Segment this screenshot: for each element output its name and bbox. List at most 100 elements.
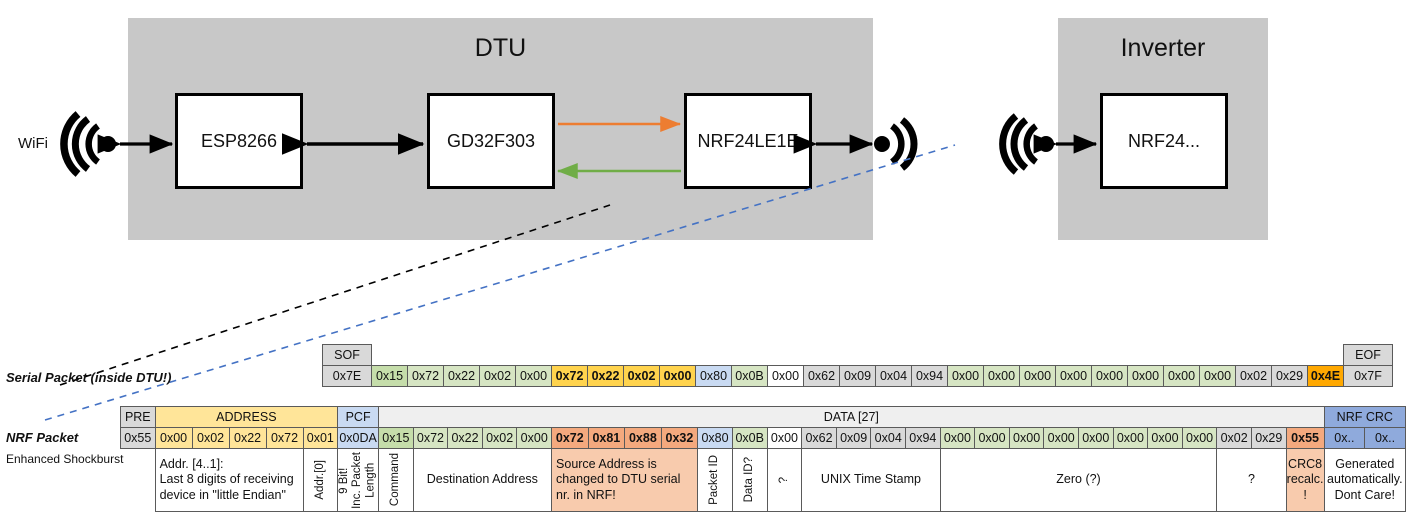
- serial-byte-cell: 0x00: [767, 365, 804, 387]
- nrf-annotation-cell: Addr.[0]: [302, 448, 339, 512]
- nrf-header-cell: DATA [27]: [378, 406, 1325, 428]
- nrf-annotation-cell: Command: [378, 448, 414, 512]
- nrf-byte-cell: 0x22: [228, 427, 267, 449]
- nrf-byte-cell: 0x..: [1323, 427, 1366, 449]
- nrf-byte-cell: 0x00: [939, 427, 976, 449]
- serial-byte-cell: 0x00: [1163, 365, 1200, 387]
- nrf-byte-cell: 0x02: [481, 427, 518, 449]
- serial-sof-header: SOF: [322, 344, 372, 366]
- nrf-annotation-cell: Destination Address: [412, 448, 553, 512]
- serial-byte-cell: 0x00: [1091, 365, 1128, 387]
- nrf-byte-cell: 0x00: [1078, 427, 1114, 449]
- nrf-byte-cell: 0x00: [1147, 427, 1183, 449]
- nrf-header-cell: NRF CRC: [1323, 406, 1406, 428]
- serial-byte-cell: 0x94: [911, 365, 948, 387]
- nrf-annotation-cell: ?: [1216, 448, 1287, 512]
- packet-tables: Serial Packet (inside DTU!) NRF Packet E…: [0, 330, 1406, 523]
- serial-byte-cell: 0x22: [587, 365, 624, 387]
- serial-header-row: SOF EOF: [322, 344, 1393, 366]
- nrf-packet-row-label: NRF Packet: [6, 430, 79, 445]
- serial-byte-cell: 0x72: [551, 365, 588, 387]
- nrf-annotation-cell: ?: [766, 448, 803, 512]
- nrf-byte-cell: 0x80: [697, 427, 733, 449]
- nrf-byte-cell: 0x29: [1250, 427, 1287, 449]
- serial-byte-cell: 0x0B: [731, 365, 768, 387]
- nrf-annotation-cell: UNIX Time Stamp: [801, 448, 941, 512]
- serial-byte-cell: 0x22: [443, 365, 480, 387]
- serial-byte-cell: 0x4E: [1307, 365, 1344, 387]
- serial-byte-cell: 0x15: [371, 365, 408, 387]
- nrf-header-cell: ADDRESS: [154, 406, 339, 428]
- nrf-byte-cell: 0x88: [624, 427, 662, 449]
- nrf-annotation-cell: Zero (?): [939, 448, 1218, 512]
- nrf-byte-cell: 0x00: [1181, 427, 1218, 449]
- nrf-annotation-cell: [121, 449, 156, 512]
- serial-byte-cell: 0x02: [623, 365, 660, 387]
- nrf-header-cell: PRE: [120, 406, 156, 428]
- nrf-byte-cell: 0x01: [302, 427, 339, 449]
- serial-byte-cell: 0x00: [983, 365, 1020, 387]
- dtu-title: DTU: [474, 34, 527, 62]
- nrf-annotation-cell: Data ID?: [731, 448, 768, 512]
- nrf-byte-cell: 0x22: [447, 427, 483, 449]
- chip-esp8266-label: ESP8266: [200, 130, 278, 151]
- nrf-byte-cell: 0x00: [974, 427, 1010, 449]
- nrf-byte-cell: 0x0DA: [337, 427, 380, 449]
- nrf-byte-cell: 0x00: [766, 427, 803, 449]
- serial-byte-cell: 0x00: [1055, 365, 1092, 387]
- nrf-header-cell: PCF: [337, 406, 380, 428]
- serial-byte-cell: 0x00: [1019, 365, 1056, 387]
- nrf-byte-cell: 0x09: [835, 427, 872, 449]
- nrf-byte-cell: 0x04: [870, 427, 907, 449]
- chip-esp8266: ESP8266: [175, 93, 303, 189]
- serial-byte-cell: 0x29: [1271, 365, 1308, 387]
- chip-nrf24-label: NRF24...: [1127, 130, 1201, 151]
- serial-eof-header: EOF: [1343, 344, 1393, 366]
- block-diagram: DTU Inverter ESP8266 GD32F303 NRF24LE1E …: [18, 18, 1268, 240]
- nrf-byte-cell: 0x02: [191, 427, 230, 449]
- nrf-byte-cell: 0x62: [801, 427, 837, 449]
- nrf-byte-cell: 0x55: [120, 427, 156, 449]
- serial-byte-cell: 0x00: [659, 365, 696, 387]
- nrf-byte-cell: 0x32: [660, 427, 699, 449]
- inverter-title: Inverter: [1120, 34, 1206, 62]
- serial-sof-value: 0x7E: [322, 365, 372, 387]
- chip-nrf24: NRF24...: [1100, 93, 1228, 189]
- nrf-byte-cell: 0x72: [265, 427, 304, 449]
- serial-packet-row-label: Serial Packet (inside DTU!): [6, 370, 172, 385]
- nrf-byte-cell: 0x00: [154, 427, 193, 449]
- nrf-byte-cell: 0x00: [1112, 427, 1149, 449]
- nrf-byte-cell: 0x72: [412, 427, 449, 449]
- chip-gd32f303-label: GD32F303: [446, 130, 536, 151]
- serial-byte-cell: 0x02: [1235, 365, 1272, 387]
- nrf-byte-cell: 0x..: [1364, 427, 1406, 449]
- serial-byte-cell: 0x09: [839, 365, 876, 387]
- serial-header-spacer: [372, 345, 1344, 366]
- wifi-label: WiFi: [18, 135, 48, 152]
- serial-byte-cell: 0x04: [875, 365, 912, 387]
- nrf-byte-cell: 0x55: [1285, 427, 1325, 449]
- chip-nrf24le1e: NRF24LE1E: [684, 93, 812, 189]
- serial-byte-cell: 0x00: [1199, 365, 1236, 387]
- nrf-byte-cell: 0x15: [378, 427, 414, 449]
- chip-nrf24le1e-label: NRF24LE1E: [697, 130, 799, 151]
- serial-byte-cell: 0x02: [479, 365, 516, 387]
- nrf-byte-cell: 0x02: [1216, 427, 1252, 449]
- nrf-byte-cell: 0x81: [587, 427, 626, 449]
- serial-byte-cell: 0x00: [1127, 365, 1164, 387]
- serial-byte-cell: 0x00: [947, 365, 984, 387]
- nrf-byte-cell: 0x72: [551, 427, 589, 449]
- nrf-byte-cell: 0x0B: [731, 427, 768, 449]
- nrf-byte-cell: 0x00: [516, 427, 553, 449]
